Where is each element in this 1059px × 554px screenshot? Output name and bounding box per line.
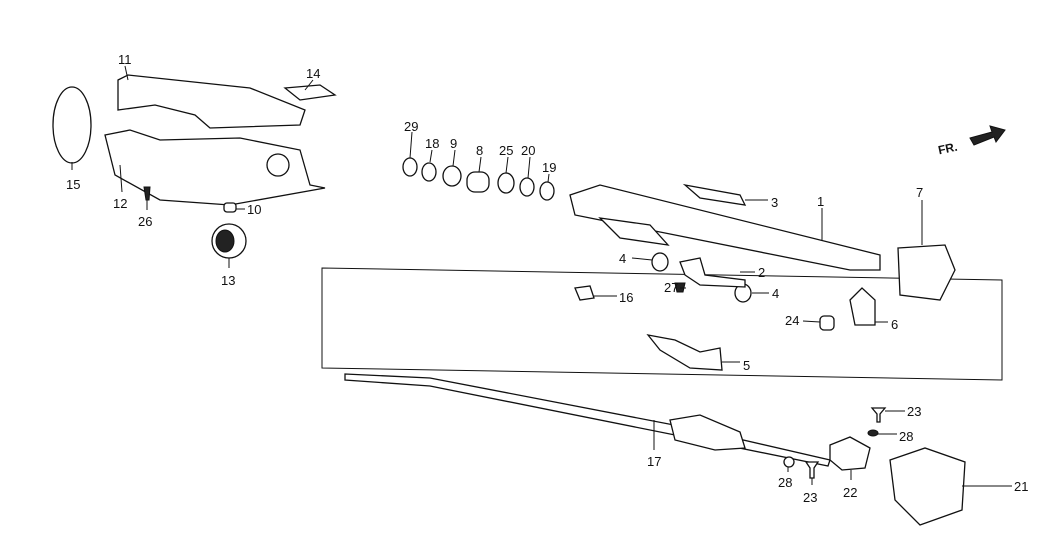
label-8: 8: [476, 143, 483, 158]
part-14-plate: [283, 84, 337, 101]
label-15: 15: [66, 177, 80, 192]
label-1: 1: [817, 194, 824, 209]
part-15-snap-ring: [52, 86, 92, 164]
part-25-ring: [497, 172, 515, 194]
part-11-upper-column-cover: [117, 74, 306, 129]
part-9-ring: [442, 165, 462, 187]
part-21-boot: [889, 447, 966, 526]
part-5-bracket: [646, 334, 723, 371]
part-16-clip: [574, 285, 595, 301]
label-26: 26: [138, 214, 152, 229]
part-28-washer-a: [867, 429, 879, 437]
part-23-bolt-a: [870, 407, 887, 423]
part-28-washer-b: [783, 456, 795, 468]
label-16: 16: [619, 290, 633, 305]
front-arrow-icon: [969, 125, 1006, 146]
label-4b: 4: [772, 286, 779, 301]
label-10: 10: [247, 202, 261, 217]
label-7: 7: [916, 185, 923, 200]
label-18: 18: [425, 136, 439, 151]
label-3: 3: [771, 195, 778, 210]
front-direction-label: FR.: [937, 140, 959, 158]
part-12-lower-column-cover: [104, 129, 326, 206]
part-20-ring: [519, 177, 535, 197]
part-7-sleeve: [897, 244, 956, 301]
part-6-clamp: [849, 287, 876, 326]
part-17-steering-shaft: [344, 373, 831, 467]
part-1-bracket: [598, 217, 670, 246]
part-1-column-tube: [569, 184, 881, 271]
part-26-screw: [143, 186, 151, 201]
label-28a: 28: [899, 429, 913, 444]
label-2: 2: [758, 265, 765, 280]
label-17: 17: [647, 454, 661, 469]
part-19-ring: [539, 181, 555, 201]
leader-lines: [71, 65, 1012, 487]
part-2-bracket: [679, 257, 746, 288]
label-4a: 4: [619, 251, 626, 266]
part-4-bushing-a: [651, 252, 669, 272]
subassembly-outline: [321, 267, 1003, 381]
label-21: 21: [1014, 479, 1028, 494]
label-27: 27: [664, 280, 678, 295]
label-19: 19: [542, 160, 556, 175]
part-24-bushing: [819, 315, 835, 331]
label-28b: 28: [778, 475, 792, 490]
label-29: 29: [404, 119, 418, 134]
label-5: 5: [743, 358, 750, 373]
label-13: 13: [221, 273, 235, 288]
part-18-ring: [421, 162, 437, 182]
part-10-bushing: [223, 202, 237, 213]
label-11: 11: [118, 52, 132, 67]
label-23a: 23: [907, 404, 921, 419]
label-9: 9: [450, 136, 457, 151]
label-6: 6: [891, 317, 898, 332]
part-17-universal-joint: [669, 414, 746, 451]
label-24: 24: [785, 313, 799, 328]
label-23b: 23: [803, 490, 817, 505]
part-3-bracket: [682, 183, 747, 206]
label-22: 22: [843, 485, 857, 500]
label-14: 14: [306, 66, 320, 81]
label-25: 25: [499, 143, 513, 158]
callout-labels: 1 2 3 4 4 5 6 7 8 9 10 11 12 13 14 15 16…: [66, 52, 1028, 505]
part-22-joint: [829, 436, 871, 471]
part-29-clip: [402, 157, 418, 177]
part-13-bearing-inner: [215, 229, 235, 253]
label-20: 20: [521, 143, 535, 158]
part-8-bushing: [466, 171, 490, 193]
label-12: 12: [113, 196, 127, 211]
part-23-bolt-b: [804, 461, 820, 479]
part-12-hole: [266, 153, 290, 177]
